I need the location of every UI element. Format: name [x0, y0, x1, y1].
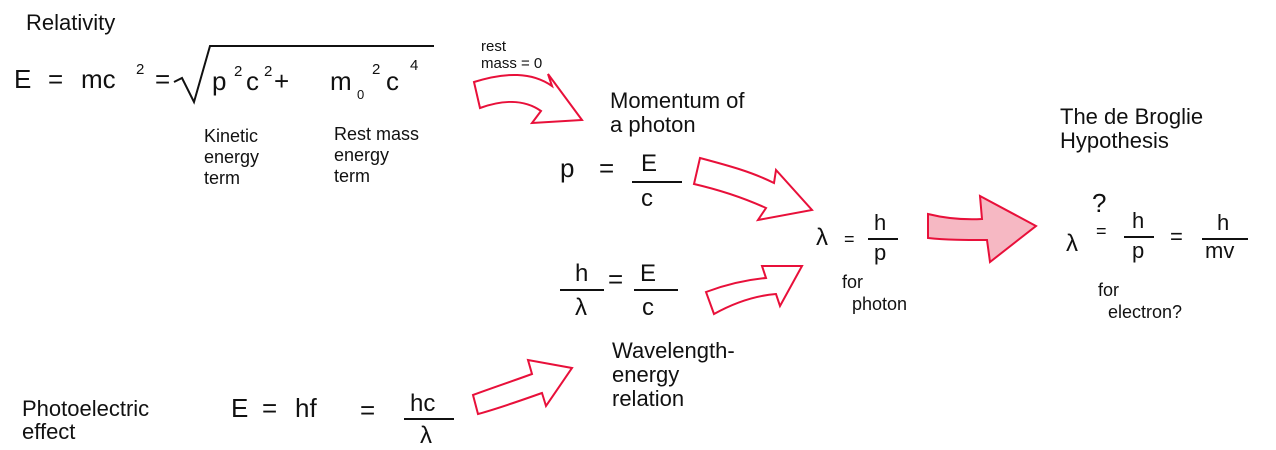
- rel-mc: mc: [81, 64, 116, 94]
- photon-num-h: h: [874, 210, 887, 235]
- we-num-h: h: [575, 260, 589, 287]
- pe-equals-2: =: [360, 395, 376, 425]
- db-num-h-2: h: [1217, 210, 1230, 235]
- arrow-to-de-broglie: [927, 194, 1038, 264]
- we-fraction-bar-2: [634, 289, 678, 291]
- photoelectric-label: Photoelectric effect: [22, 396, 150, 445]
- momentum-fraction-bar: [632, 181, 682, 183]
- rel-E: E: [14, 64, 32, 94]
- photon-den-p: p: [874, 240, 887, 265]
- db-fraction-bar-2: [1202, 238, 1248, 240]
- rel-m: m: [330, 66, 352, 96]
- for-photon-note: for photon: [842, 272, 908, 314]
- db-den-p: p: [1132, 238, 1145, 263]
- momentum-p: p: [560, 153, 575, 183]
- arrow-photoelectric-to-wavelength: [471, 358, 574, 416]
- relativity-heading: Relativity: [26, 10, 116, 35]
- de-broglie-heading: The de Broglie Hypothesis: [1060, 104, 1204, 154]
- sqrt-sign: [173, 45, 434, 105]
- pe-E: E: [231, 393, 249, 423]
- photon-fraction-bar: [868, 238, 898, 240]
- wavelength-energy-heading: Wavelength- energy relation: [612, 338, 735, 412]
- arrow-relativity-to-momentum: [472, 73, 584, 125]
- rel-exp-2a: 2: [136, 61, 145, 78]
- arrow-wavelength-to-lambda: [704, 265, 804, 316]
- photon-equals: =: [844, 229, 855, 249]
- rel-sub-0: 0: [357, 87, 365, 102]
- rel-exp-2c: 2: [264, 63, 273, 80]
- db-fraction-bar-1: [1124, 236, 1154, 238]
- rel-equals-1: =: [48, 64, 64, 94]
- db-equals-1: =: [1096, 221, 1107, 241]
- rel-plus: +: [274, 66, 290, 96]
- rel-exp-4: 4: [410, 57, 419, 74]
- for-electron-note: for electron?: [1098, 280, 1183, 322]
- pe-num-hc: hc: [410, 390, 436, 417]
- rel-exp-2d: 2: [372, 61, 381, 78]
- pe-den-lambda: λ: [420, 422, 432, 449]
- rest-mass-energy-label: Rest mass energy term: [334, 124, 420, 187]
- momentum-den-c: c: [641, 185, 653, 212]
- arrow-momentum-to-lambda: [692, 156, 814, 222]
- db-lambda: λ: [1066, 230, 1078, 257]
- momentum-equals: =: [599, 153, 615, 183]
- rel-exp-2b: 2: [234, 63, 243, 80]
- pe-hf: hf: [295, 393, 317, 423]
- we-den-lambda: λ: [575, 294, 587, 321]
- rel-c2: c: [386, 66, 399, 96]
- kinetic-energy-label: Kinetic energy term: [204, 126, 260, 189]
- db-num-h-1: h: [1132, 208, 1145, 233]
- rel-c1: c: [246, 66, 259, 96]
- we-num-E: E: [640, 260, 657, 287]
- pe-fraction-bar: [404, 418, 454, 420]
- rel-equals-2: =: [155, 64, 171, 94]
- rest-mass-zero-note: rest mass = 0: [481, 38, 543, 72]
- momentum-num-E: E: [641, 150, 658, 177]
- rel-p: p: [212, 66, 227, 96]
- pe-equals-1: =: [262, 393, 278, 423]
- we-den-c: c: [642, 294, 654, 321]
- momentum-heading: Momentum of a photon: [610, 88, 745, 138]
- db-equals-2: =: [1170, 224, 1183, 249]
- db-question-mark: ?: [1092, 188, 1107, 218]
- we-equals: =: [608, 264, 624, 294]
- db-den-mv: mv: [1205, 238, 1235, 263]
- we-fraction-bar-1: [560, 289, 604, 291]
- photon-lambda: λ: [816, 224, 828, 251]
